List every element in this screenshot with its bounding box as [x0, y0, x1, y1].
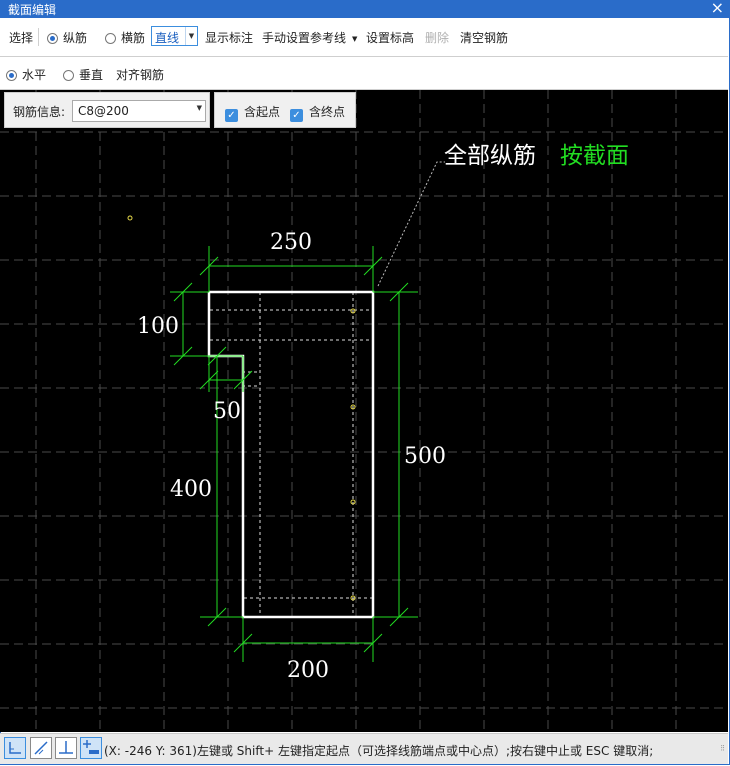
main-toolbar: 选择 纵筋 横筋 直线 ▼ 显示标注 手动设置参考线 ▼ 设置标高 删除 清空钢筋 [0, 18, 728, 57]
resize-grip-icon[interactable]: ⁝⁝ [720, 744, 725, 754]
dim-lower-height: 400 [170, 477, 212, 502]
checkmark-icon: ✓ [225, 109, 238, 122]
secondary-toolbar: 水平 垂直 对齐钢筋 [0, 57, 728, 90]
dim-step-width: 50 [213, 399, 241, 424]
close-icon[interactable]: × [710, 0, 724, 17]
manual-reference-label: 手动设置参考线 [262, 31, 347, 45]
radio-longitudinal[interactable]: 纵筋 [47, 29, 87, 46]
snap-offset-button[interactable] [80, 737, 102, 759]
title-bar: 截面编辑 × [0, 0, 730, 18]
callout-text: 全部纵筋 [444, 143, 536, 169]
reference-lines [210, 292, 372, 617]
rebar-info-value: C8@200 [78, 104, 129, 118]
dim-left-top-height: 100 [137, 314, 179, 339]
status-bar: (X: -246 Y: 361)左键或 Shift+ 左键指定起点（可选择线筋端… [0, 733, 728, 764]
orthogonal-snap-icon [9, 742, 21, 754]
clear-rebar-button[interactable]: 清空钢筋 [460, 31, 509, 45]
rebar-info-label: 钢筋信息: [13, 105, 66, 119]
checkmark-icon: ✓ [290, 109, 303, 122]
radio-transverse[interactable]: 横筋 [105, 29, 145, 46]
snap-angle-button[interactable] [30, 737, 52, 759]
callout-highlight: 按截面 [560, 143, 629, 169]
rebar-points [127, 215, 356, 601]
angle-snap-icon [34, 741, 48, 755]
include-start-checkbox[interactable]: ✓ 含起点 [225, 103, 280, 122]
line-type-value: 直线 [155, 31, 180, 45]
align-rebar-button[interactable]: 对齐钢筋 [116, 68, 165, 82]
dim-top-width: 250 [270, 230, 312, 255]
snap-perpendicular-button[interactable] [55, 737, 77, 759]
include-end-checkbox[interactable]: ✓ 含终点 [290, 103, 345, 122]
rebar-options-panel: ✓ 含起点 ✓ 含终点 [214, 92, 356, 128]
radio-vertical[interactable]: 垂直 [63, 66, 103, 83]
include-start-label: 含起点 [244, 105, 281, 119]
line-type-select[interactable]: 直线 ▼ [151, 26, 198, 46]
include-end-label: 含终点 [309, 105, 346, 119]
drawing-canvas[interactable]: 250 100 50 400 500 200 全部纵筋 按截面 钢筋信息: C8… [0, 90, 728, 732]
dimension-lines [170, 246, 418, 662]
grid [0, 90, 728, 732]
radio-horizontal-label: 水平 [22, 68, 47, 82]
rebar-info-select[interactable]: C8@200 ▼ [72, 100, 206, 122]
dropdown-arrow-icon: ▼ [352, 35, 358, 43]
radio-unselected-icon [105, 33, 116, 44]
toolbar-divider [38, 28, 39, 46]
radio-transverse-label: 横筋 [121, 31, 146, 45]
chevron-down-icon: ▼ [185, 27, 197, 45]
window-title: 截面编辑 [8, 3, 57, 17]
callout-leader [377, 161, 445, 287]
dim-total-height: 500 [404, 444, 446, 469]
dimension-labels: 250 100 50 400 500 200 [137, 230, 446, 683]
radio-selected-icon [47, 33, 58, 44]
radio-unselected-icon [63, 70, 74, 81]
rebar-info-panel: 钢筋信息: C8@200 ▼ [4, 92, 210, 128]
delete-button[interactable]: 删除 [425, 31, 450, 45]
radio-selected-icon [6, 70, 17, 81]
section-outline [207, 290, 375, 619]
section-drawing: 250 100 50 400 500 200 全部纵筋 按截面 [0, 90, 728, 732]
dim-bottom-width: 200 [287, 658, 329, 683]
offset-snap-icon [83, 740, 99, 754]
perpendicular-snap-icon [59, 741, 73, 754]
radio-horizontal[interactable]: 水平 [6, 66, 46, 83]
manual-reference-button[interactable]: 手动设置参考线 ▼ [262, 29, 357, 46]
radio-longitudinal-label: 纵筋 [63, 31, 88, 45]
status-text: (X: -246 Y: 361)左键或 Shift+ 左键指定起点（可选择线筋端… [104, 744, 654, 758]
chevron-down-icon: ▼ [196, 104, 202, 112]
snap-orthogonal-button[interactable] [4, 737, 26, 759]
show-annotation-button[interactable]: 显示标注 [205, 31, 254, 45]
set-elevation-button[interactable]: 设置标高 [366, 31, 415, 45]
radio-vertical-label: 垂直 [79, 68, 104, 82]
select-button[interactable]: 选择 [9, 31, 34, 45]
